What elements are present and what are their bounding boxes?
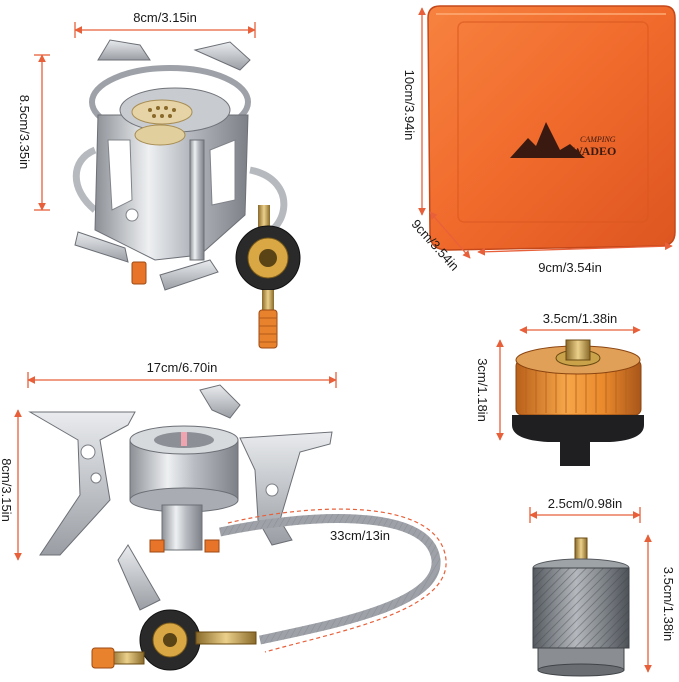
wadeo-logo: CAMPING WADEO: [510, 122, 616, 158]
stove-height-label: 8.5cm/3.35in: [17, 95, 32, 169]
storage-case: CAMPING WADEO 10cm/3.94in 9cm/3.54in 9cm…: [402, 5, 676, 275]
hose-regulator: [91, 609, 257, 671]
valve-height-label: 3.5cm/1.38in: [661, 567, 676, 641]
stove-unfolded: 17cm/6.70in 8cm/3.15in 33cm/13in: [0, 360, 447, 671]
unfolded-height-label: 8cm/3.15in: [0, 458, 14, 522]
case-height-label: 10cm/3.94in: [402, 70, 417, 141]
valve-width-label: 2.5cm/0.98in: [548, 496, 622, 511]
stove-width-label: 8cm/3.15in: [133, 10, 197, 25]
gas-canister-adapter: 3.5cm/1.38in 3cm/1.18in: [475, 311, 644, 466]
hose-length-label: 33cm/13in: [330, 528, 390, 543]
logo-tagline: CAMPING: [580, 135, 616, 144]
control-knob: [131, 261, 147, 285]
case-width-label: 9cm/3.54in: [538, 260, 602, 275]
gas-regulator: [235, 205, 301, 349]
unfolded-width-label: 17cm/6.70in: [147, 360, 218, 375]
case-width-line: [477, 242, 673, 256]
adapter-width-label: 3.5cm/1.38in: [543, 311, 617, 326]
valve-adapter: 2.5cm/0.98in 3.5cm/1.38in: [529, 496, 676, 677]
logo-brand: WADEO: [571, 144, 616, 158]
case-depth-line: [429, 211, 471, 259]
adapter-height-label: 3cm/1.18in: [475, 358, 490, 422]
stove-compact: 8cm/3.15in 8.5cm/3.35in: [17, 10, 301, 349]
hose-length-guide: [227, 508, 447, 653]
